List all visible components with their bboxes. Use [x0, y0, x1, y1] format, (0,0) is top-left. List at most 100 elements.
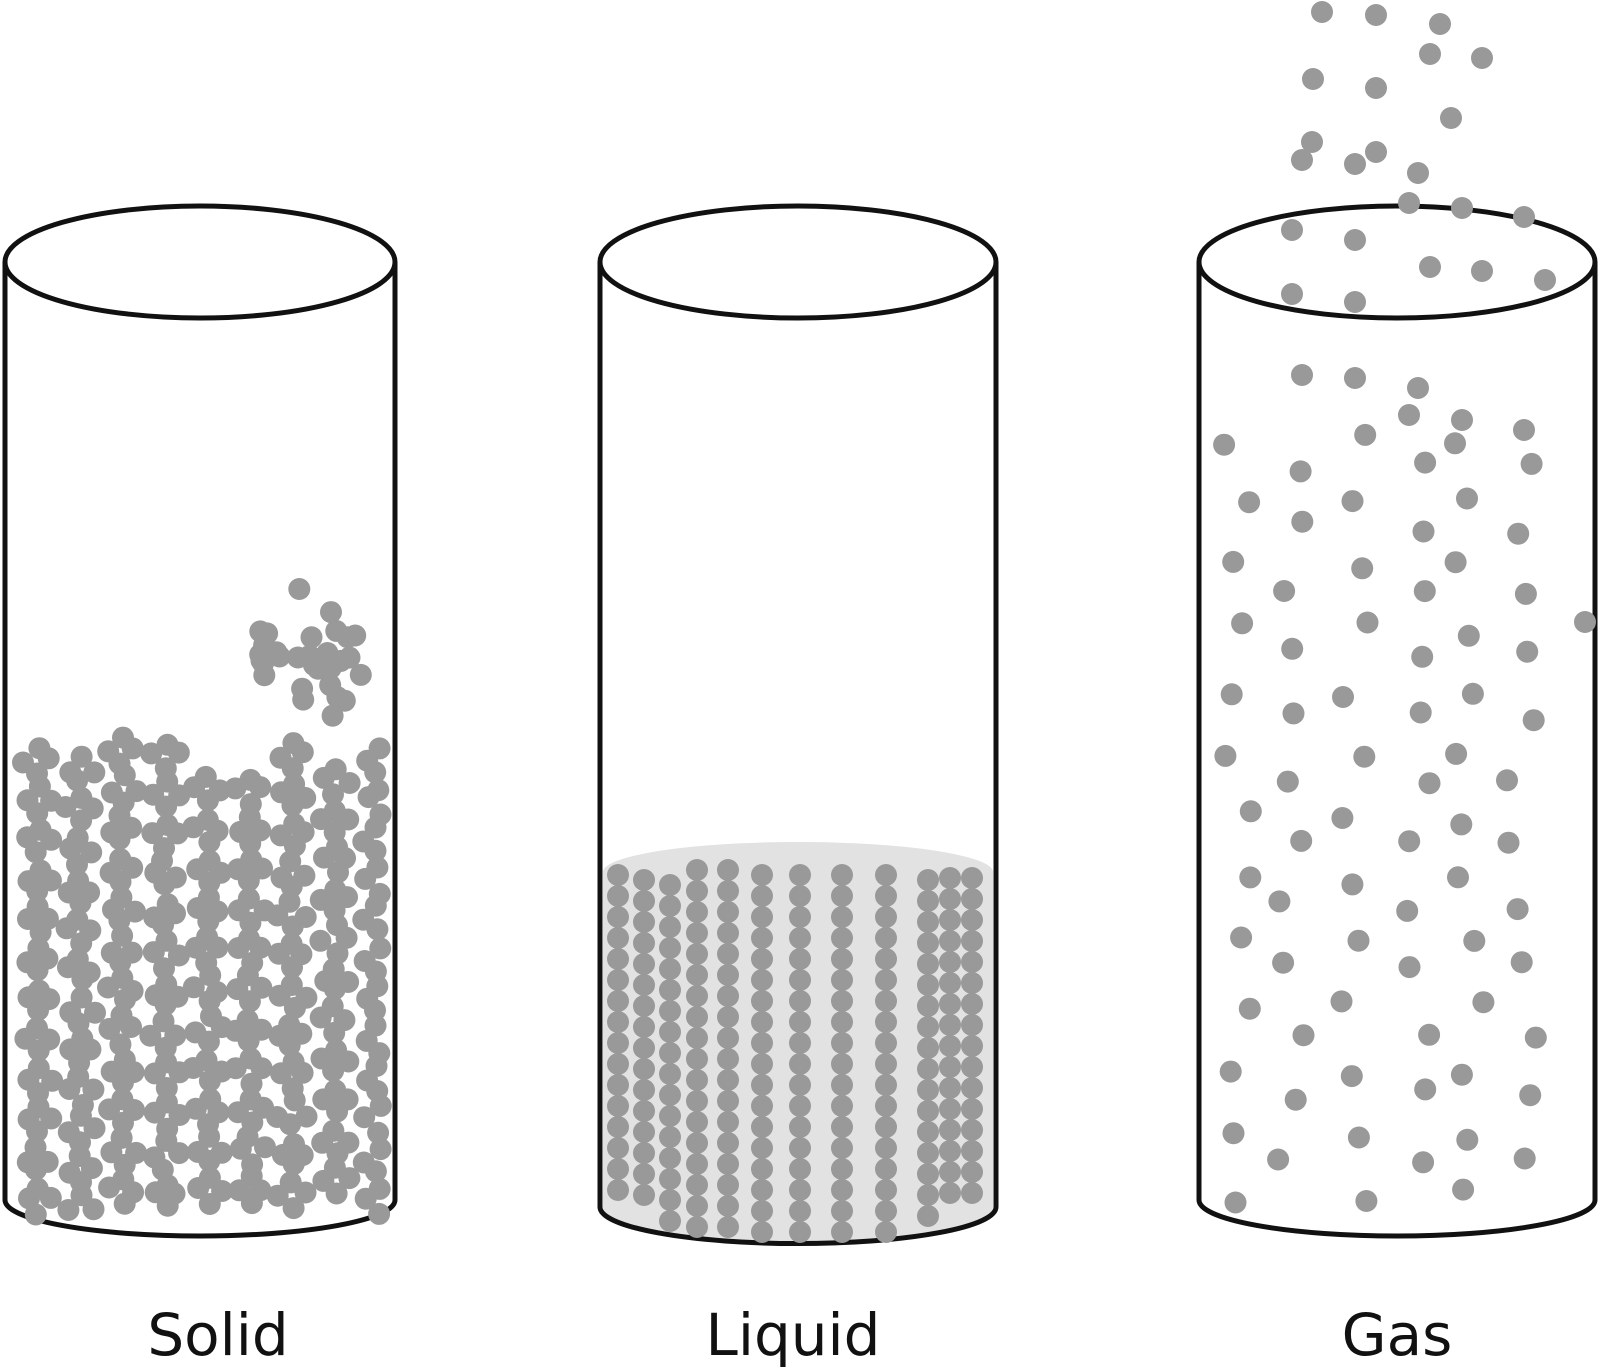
- liquid-particle: [607, 1053, 629, 1075]
- solid-particle: [198, 1193, 221, 1215]
- solid-particle: [369, 1094, 392, 1117]
- gas-particle: [1412, 1151, 1435, 1174]
- gas-particle: [1365, 77, 1387, 99]
- solid-particle: [321, 995, 344, 1018]
- solid-particle: [26, 959, 49, 982]
- gas-particle: [1344, 229, 1366, 251]
- liquid-particle: [633, 869, 655, 891]
- solid-particle: [325, 1182, 348, 1205]
- solid-particle: [327, 861, 349, 884]
- liquid-particle: [961, 1140, 983, 1162]
- gas-particle: [1365, 141, 1387, 163]
- liquid-particle: [607, 1095, 629, 1117]
- liquid-particle: [633, 890, 655, 912]
- liquid-particle: [961, 1056, 983, 1078]
- liquid-particle: [717, 1069, 739, 1091]
- solid-particle: [323, 1021, 346, 1044]
- liquid-particle: [659, 1126, 681, 1148]
- liquid-particle: [831, 1179, 853, 1201]
- liquid-particle: [717, 1132, 739, 1154]
- solid-particle: [24, 1136, 47, 1159]
- liquid-particle: [831, 1116, 853, 1138]
- liquid-particle: [961, 1035, 983, 1057]
- liquid-particle: [789, 885, 811, 907]
- gas-particle: [1414, 1078, 1437, 1101]
- solid-particle: [366, 975, 389, 998]
- solid-particle: [326, 1100, 349, 1123]
- liquid-particle: [751, 927, 773, 949]
- solid-particle: [353, 1106, 376, 1129]
- liquid-particle: [875, 1053, 897, 1075]
- liquid-particle: [751, 1200, 773, 1222]
- liquid-particle: [659, 958, 681, 980]
- solid-particle: [280, 974, 303, 996]
- liquid-particle: [607, 969, 629, 991]
- gas-particle: [1291, 364, 1313, 386]
- liquid-particle: [607, 990, 629, 1012]
- liquid-particle: [917, 995, 939, 1017]
- liquid-particle: [607, 1137, 629, 1159]
- solid-particle: [156, 770, 179, 793]
- solid-particle: [320, 601, 342, 624]
- solid-particle: [282, 1197, 305, 1220]
- solid-particle: [324, 758, 347, 781]
- solid-particle: [84, 1001, 106, 1024]
- gas-particle: [1398, 956, 1421, 979]
- solid-particle: [199, 964, 222, 987]
- gas-particle: [1456, 1128, 1479, 1151]
- gas-particle: [1418, 1023, 1441, 1046]
- solid-particle: [196, 789, 219, 812]
- solid-particle: [237, 887, 260, 910]
- solid-particle: [108, 804, 131, 827]
- gas-particle: [1398, 192, 1420, 214]
- liquid-particle: [633, 1037, 655, 1059]
- gas-particle: [1513, 1147, 1536, 1170]
- liquid-particle: [686, 1216, 708, 1238]
- solid-label: Solid: [147, 1301, 288, 1369]
- gas-particle: [1301, 131, 1323, 153]
- liquid-particle: [831, 927, 853, 949]
- liquid-particle: [607, 1032, 629, 1054]
- solid-particle: [323, 799, 346, 822]
- liquid-particle: [686, 1006, 708, 1028]
- gas-particle: [1354, 423, 1377, 446]
- liquid-particle: [789, 969, 811, 991]
- liquid-label: Liquid: [706, 1301, 881, 1369]
- gas-particle: [1341, 490, 1364, 513]
- liquid-particle: [717, 1090, 739, 1112]
- liquid-beaker: [597, 203, 999, 1247]
- liquid-particle: [939, 993, 961, 1015]
- gas-particle: [1281, 637, 1304, 660]
- solid-particle: [26, 1017, 48, 1040]
- liquid-particle: [789, 1053, 811, 1075]
- liquid-particle: [607, 927, 629, 949]
- solid-particle: [295, 1105, 318, 1128]
- liquid-particle: [686, 1090, 708, 1112]
- liquid-particle: [789, 864, 811, 886]
- solid-particle: [112, 1071, 134, 1094]
- solid-particle: [26, 1120, 48, 1143]
- solid-particle: [113, 1192, 136, 1215]
- gas-beaker-rim: [1196, 203, 1598, 321]
- gas-particle: [1365, 4, 1387, 26]
- solid-particle: [238, 990, 261, 1013]
- gas-particle: [1347, 1126, 1370, 1149]
- gas-particle: [1344, 367, 1366, 389]
- gas-particle: [1347, 929, 1370, 952]
- liquid-particle: [751, 1116, 773, 1138]
- solid-particle: [153, 873, 176, 896]
- solid-particle: [325, 1039, 348, 1062]
- liquid-particle: [961, 1014, 983, 1036]
- gas-particle: [1292, 1024, 1315, 1047]
- solid-particle: [110, 886, 133, 909]
- solid-particle: [24, 1203, 47, 1226]
- liquid-particle: [633, 1100, 655, 1122]
- solid-particle: [321, 704, 344, 727]
- liquid-particle: [751, 948, 773, 970]
- gas-particle: [1353, 745, 1376, 768]
- solid-particle: [279, 850, 302, 873]
- solid-particle: [68, 1145, 91, 1167]
- solid-particle: [199, 1088, 222, 1111]
- solid-particle: [240, 1165, 263, 1188]
- liquid-particle: [633, 974, 655, 996]
